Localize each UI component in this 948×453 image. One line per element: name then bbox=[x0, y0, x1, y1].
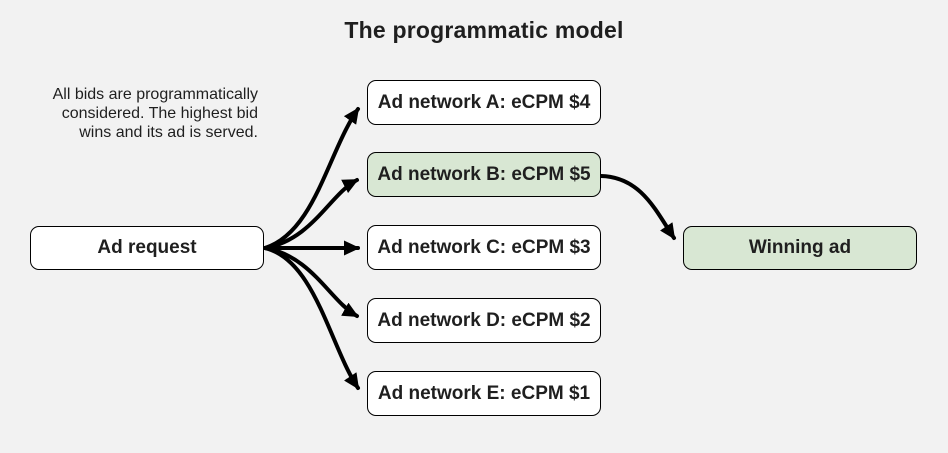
arrow-request-to-network-b bbox=[263, 178, 359, 250]
winning-ad-box: Winning ad bbox=[683, 226, 917, 270]
arrow-request-to-network-d bbox=[263, 246, 359, 318]
network-e-box: Ad network E: eCPM $1 bbox=[367, 371, 601, 416]
arrow-network-b-to-winning bbox=[599, 174, 676, 240]
arrow-request-to-network-e bbox=[263, 246, 360, 390]
ad-request-label: Ad request bbox=[97, 237, 197, 258]
diagram-description: All bids are programmatically considered… bbox=[14, 85, 258, 142]
network-b-label: Ad network B: eCPM $5 bbox=[377, 163, 591, 185]
network-d-label: Ad network D: eCPM $2 bbox=[377, 309, 591, 331]
network-c-box: Ad network C: eCPM $3 bbox=[367, 225, 601, 270]
winning-ad-label: Winning ad bbox=[748, 237, 852, 258]
diagram-title: The programmatic model bbox=[344, 17, 624, 43]
network-b-box-highlighted: Ad network B: eCPM $5 bbox=[367, 152, 601, 197]
network-e-label: Ad network E: eCPM $1 bbox=[377, 382, 591, 404]
arrow-request-to-network-a bbox=[263, 107, 360, 250]
network-c-label: Ad network C: eCPM $3 bbox=[377, 236, 591, 258]
network-a-box: Ad network A: eCPM $4 bbox=[367, 80, 601, 125]
description-line-1: All bids are programmatically bbox=[52, 86, 258, 103]
ad-request-box: Ad request bbox=[30, 226, 264, 270]
network-a-label: Ad network A: eCPM $4 bbox=[377, 91, 591, 113]
description-line-3: wins and its ad is served. bbox=[79, 124, 258, 141]
description-line-2: considered. The highest bid bbox=[61, 105, 258, 122]
network-d-box: Ad network D: eCPM $2 bbox=[367, 298, 601, 343]
